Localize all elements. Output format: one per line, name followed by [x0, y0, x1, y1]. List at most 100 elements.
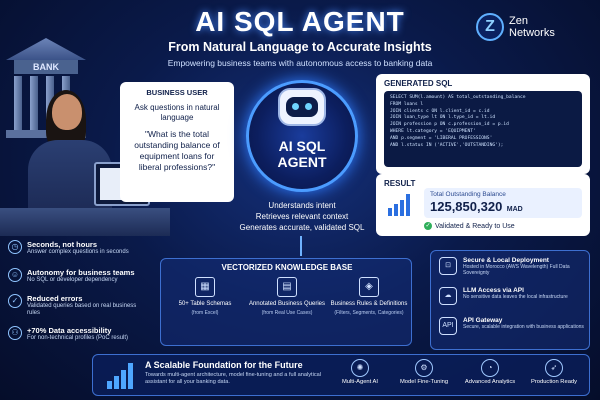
business-user-title: BUSINESS USER: [146, 88, 208, 97]
business-user-ask: Ask questions in natural language: [134, 103, 220, 122]
sql-line: FROM loans l: [390, 101, 424, 107]
page-tagline: Empowering business teams with autonomou…: [167, 58, 433, 68]
bank-column: [30, 76, 38, 130]
benefit-sub: Answer complex questions in seconds: [27, 249, 129, 255]
sql-line: AND l.status IN ('ACTIVE','OUTSTANDING')…: [390, 142, 504, 148]
user-icon: ☺: [8, 268, 22, 282]
kb-item-sub: (from Real Use Cases): [261, 310, 313, 316]
kb-item-sub: (Filters, Segments, Categories): [334, 310, 404, 316]
benefit-title: Seconds, not hours: [27, 240, 98, 249]
robot-face: [286, 97, 318, 117]
benefit-sub: Validated queries based on real business…: [27, 303, 137, 316]
benefit-item: ◷ Seconds, not hours Answer complex ques…: [8, 240, 148, 256]
benefits-list: ◷ Seconds, not hours Answer complex ques…: [8, 240, 148, 352]
sql-line: SELECT SUM(l.amount) AS total_outstandin…: [390, 95, 526, 100]
gear-icon: ⚙: [415, 359, 433, 377]
growth-chart-icon: [107, 363, 133, 389]
result-unit: MAD: [506, 206, 523, 213]
footer-feature: ➶ Production Ready: [523, 359, 585, 385]
robot-label-line2: AGENT: [277, 154, 327, 170]
robot-label: AI SQL AGENT: [246, 138, 358, 170]
kb-item: ▤ Annotated Business Queries (from Real …: [247, 277, 327, 316]
cloud-icon: ☁: [439, 287, 457, 305]
kb-item-name: Business Rules & Definitions: [330, 301, 408, 307]
agent-capabilities: Understands intent Retrieves relevant co…: [210, 200, 394, 233]
benefit-sub: For non-technical profiles (PoC result): [27, 335, 129, 341]
sql-line: WHERE lt.category = 'EQUIPMENT': [390, 128, 476, 134]
robot-eye: [305, 103, 312, 110]
footer-feature-label: Model Fine-Tuning: [399, 379, 449, 385]
footer-feature: ◔ Advanced Analytics: [459, 359, 521, 385]
validated-label: Validated & Ready to Use: [435, 222, 515, 230]
deployment-title: API Gateway: [463, 317, 503, 324]
zen-networks-logo: Z Zen Networks: [476, 10, 596, 44]
bank-column: [14, 76, 22, 130]
page-title: AI SQL AGENT: [195, 6, 405, 37]
table-icon: ▦: [195, 277, 215, 297]
bank-sign: BANK: [14, 60, 78, 74]
robot-label-line1: AI SQL: [278, 138, 326, 154]
benefit-item: ⚇ +70% Data accessibility For non-techni…: [8, 326, 148, 342]
deployment-sub: Secure, scalable integration with busine…: [463, 324, 584, 330]
intent-line1: Understands intent: [268, 201, 336, 210]
footer-panel: A Scalable Foundation for the Future Tow…: [92, 354, 590, 396]
kb-item-name: Annotated Business Queries: [248, 301, 326, 307]
intent-line2: Retrieves relevant context: [255, 212, 349, 221]
arrow-down-icon: [300, 236, 302, 256]
generated-sql-title: GENERATED SQL: [384, 79, 453, 88]
page-subtitle: From Natural Language to Accurate Insigh…: [168, 40, 432, 54]
deployment-item: ☁ LLM Access via API No sensitive data l…: [439, 287, 587, 305]
sql-code-block: SELECT SUM(l.amount) AS total_outstandin…: [384, 91, 582, 167]
logo-line1: Zen: [509, 15, 528, 27]
person-head: [52, 94, 82, 130]
sql-line: AND p.segment = 'LIBERAL PROFESSIONS': [390, 135, 493, 141]
robot-icon: [278, 88, 326, 126]
document-icon: ▤: [277, 277, 297, 297]
kb-item-sub: (from Excel): [191, 310, 219, 316]
checklist-icon: ✓: [8, 294, 22, 308]
result-label: Total Outstanding Balance: [430, 191, 506, 198]
stopwatch-icon: ◷: [8, 240, 22, 254]
logo-line2: Networks: [509, 27, 555, 39]
business-user-question: "What is the total outstanding balance o…: [134, 129, 220, 172]
generated-sql-panel: GENERATED SQL SELECT SUM(l.amount) AS to…: [376, 74, 590, 174]
footer-title: A Scalable Foundation for the Future: [145, 360, 303, 370]
lock-icon: ⊡: [439, 257, 457, 275]
kb-item-name: 50+ Table Schemas: [178, 301, 232, 307]
footer-feature: ⚙ Model Fine-Tuning: [393, 359, 455, 385]
sql-line: JOIN profession p ON c.profession_id = p…: [390, 122, 509, 128]
business-user-illustration: [14, 90, 124, 214]
brain-icon: ✺: [351, 359, 369, 377]
footer-feature-label: Advanced Analytics: [464, 379, 516, 385]
deployment-panel: ⊡ Secure & Local Deployment Hosted in Mo…: [430, 250, 590, 350]
footer-feature-label: Multi-Agent AI: [341, 379, 379, 385]
bank-roof: [6, 38, 86, 60]
analytics-icon: ◔: [481, 359, 499, 377]
deployment-title: Secure & Local Deployment: [463, 257, 549, 264]
rocket-icon: ➶: [545, 359, 563, 377]
benefit-item: ✓ Reduced errors Validated queries based…: [8, 294, 148, 317]
logo-mark: Z: [476, 13, 504, 41]
benefit-title: Autonomy for business teams: [27, 268, 135, 277]
deployment-sub: No sensitive data leaves the local infra…: [463, 294, 568, 300]
sql-line: JOIN clients c ON l.client_id = c.id: [390, 108, 490, 114]
api-icon: API: [439, 317, 457, 335]
desk: [0, 208, 170, 236]
check-icon: ✓: [424, 222, 432, 230]
knowledge-base-panel: VECTORIZED KNOWLEDGE BASE ▦ 50+ Table Sc…: [160, 258, 412, 346]
deployment-sub: Hosted in Morocco (AWS Wavelength) Full …: [463, 264, 570, 276]
deployment-title: LLM Access via API: [463, 287, 524, 294]
kb-item: ◈ Business Rules & Definitions (Filters,…: [329, 277, 409, 316]
validated-status: ✓ Validated & Ready to Use: [424, 222, 515, 230]
kb-item: ▦ 50+ Table Schemas (from Excel): [165, 277, 245, 316]
bar-chart-icon: [388, 194, 414, 216]
sql-line: JOIN loan_type lt ON l.type_id = lt.id: [390, 115, 496, 121]
benefit-sub: No SQL or developer dependency: [27, 277, 118, 283]
deployment-item: API API Gateway Secure, scalable integra…: [439, 317, 587, 335]
result-value: 125,850,320: [430, 199, 503, 214]
benefit-title: Reduced errors: [27, 294, 83, 303]
business-user-card: BUSINESS USER Ask questions in natural l…: [120, 82, 234, 202]
footer-feature: ✺ Multi-Agent AI: [329, 359, 391, 385]
result-title: RESULT: [384, 179, 416, 188]
knowledge-base-title: VECTORIZED KNOWLEDGE BASE: [221, 263, 353, 272]
